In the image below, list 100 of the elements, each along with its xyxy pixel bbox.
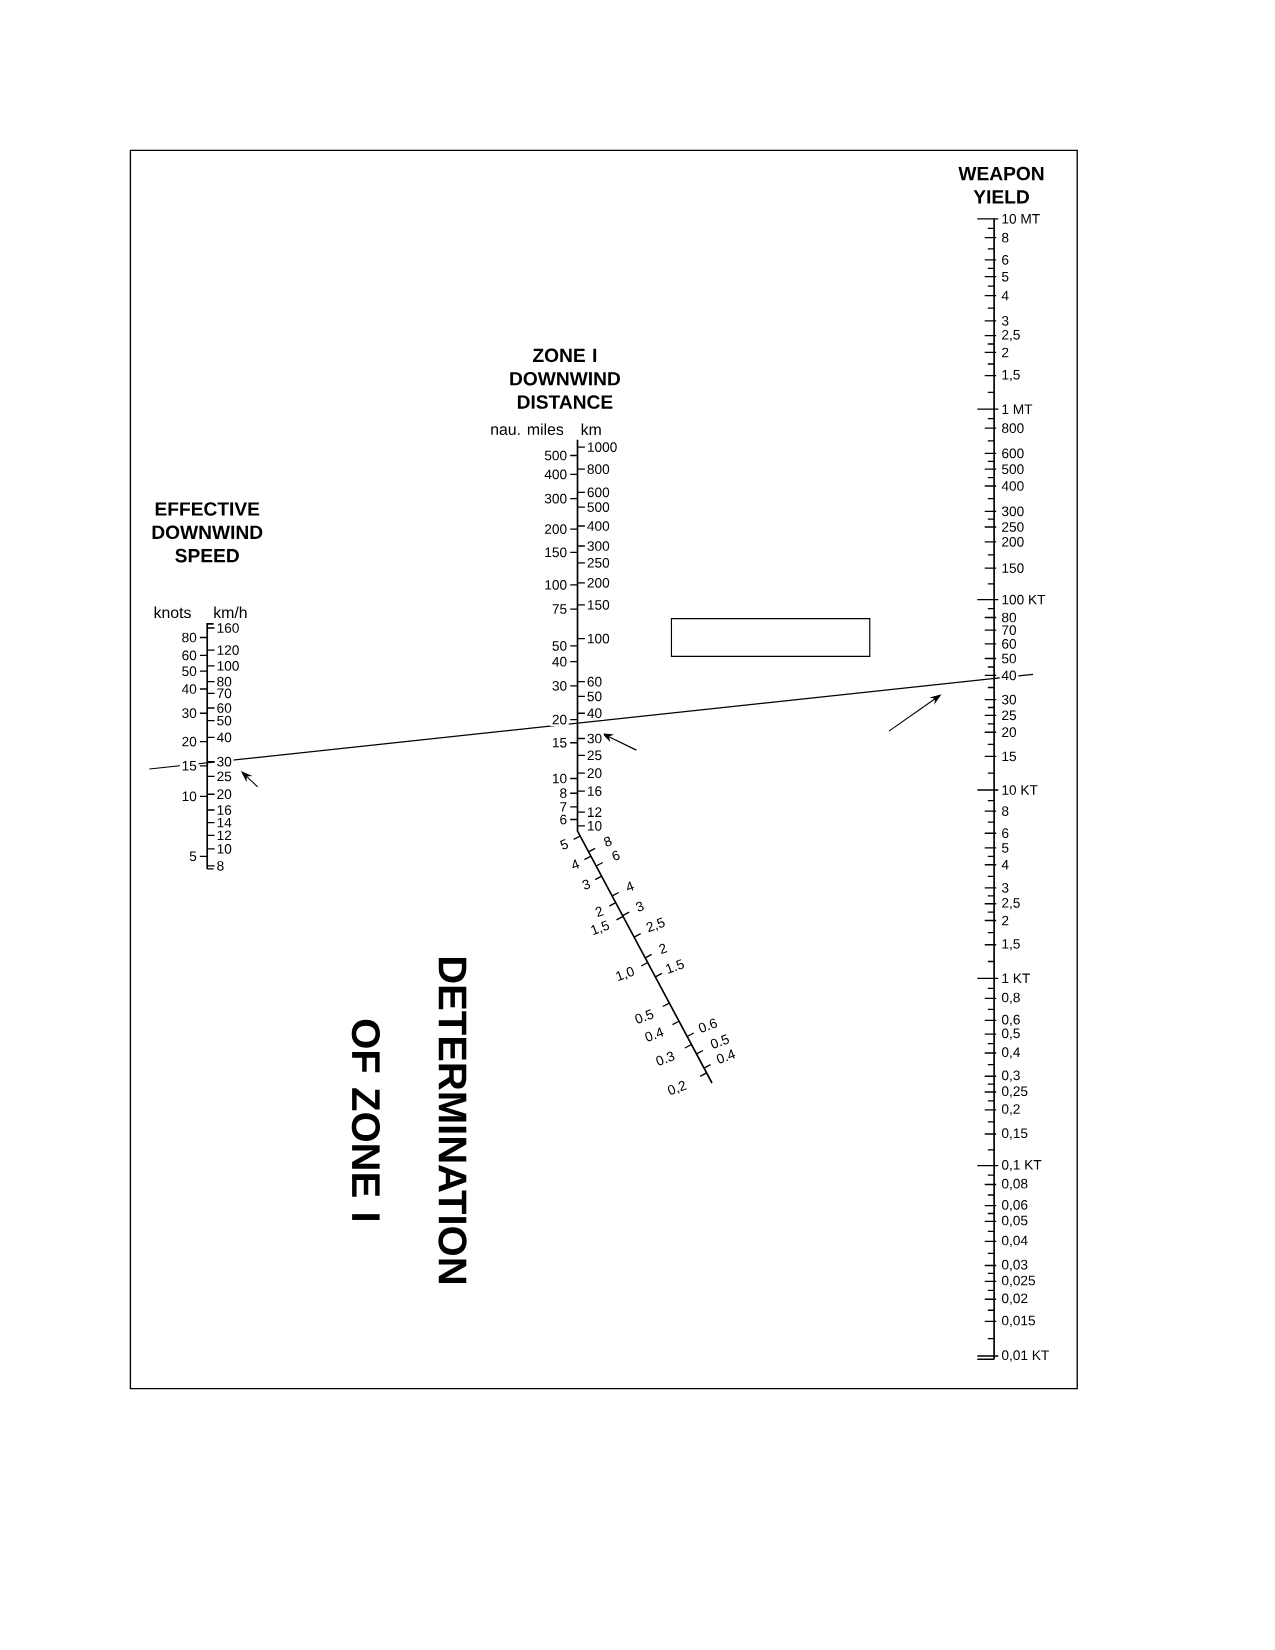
- tick-label: 4: [999, 289, 1011, 302]
- tick-label: 30: [585, 732, 604, 745]
- unit-label: km: [581, 423, 601, 435]
- tick-label: 0,25: [999, 1084, 1030, 1100]
- tick-label: 7: [557, 800, 569, 814]
- tick-label: 5: [556, 836, 572, 853]
- tick-label: 6: [608, 847, 624, 864]
- tick-label: 0,06: [999, 1198, 1030, 1213]
- tick-label: 5: [999, 270, 1011, 284]
- tick-label: 10: [179, 789, 199, 803]
- scale-heading: WEAPON YIELD: [958, 166, 1044, 204]
- tick-label: 300: [542, 492, 569, 506]
- tick-label: 0,025: [999, 1274, 1038, 1289]
- tick-label: 12: [585, 805, 604, 819]
- tick-label: 50: [550, 639, 569, 653]
- blank-box: [670, 618, 871, 657]
- tick-label: 600: [585, 485, 612, 499]
- tick-label: 80: [999, 611, 1019, 624]
- tick-label: 150: [585, 598, 612, 612]
- tick-label: 400: [999, 479, 1026, 493]
- unit-label: nau. miles: [491, 423, 564, 435]
- tick-label: 40: [179, 682, 199, 696]
- tick-label: 20: [179, 735, 199, 749]
- tick-label: 0,02: [999, 1291, 1030, 1307]
- tick-label: 500: [999, 462, 1026, 476]
- tick-label: 100: [542, 578, 569, 592]
- tick-label: 4: [622, 878, 638, 895]
- tick-label: 5: [187, 849, 199, 863]
- tick-label: 0,15: [999, 1126, 1030, 1142]
- tick-label: 1.5: [662, 956, 688, 977]
- tick-label: 40: [999, 668, 1019, 682]
- tick-label: 100: [214, 659, 242, 673]
- tick-label: 3: [999, 314, 1011, 328]
- tick-label: 1 MT: [999, 402, 1035, 416]
- tick-label: 50: [999, 652, 1019, 665]
- tick-label: 400: [585, 519, 612, 533]
- tick-label: 20: [585, 766, 604, 780]
- tick-label: 300: [999, 504, 1026, 518]
- tick-label: 8: [999, 804, 1011, 818]
- tick-label: 150: [999, 561, 1026, 575]
- tick-label: 200: [585, 576, 612, 590]
- tick-label: 15: [179, 759, 199, 773]
- tick-label: 160: [214, 621, 242, 635]
- title: DETERMINATION OF ZONE I: [351, 957, 467, 1283]
- tick-label: 2,5: [999, 328, 1023, 343]
- tick-label: 10 KT: [999, 783, 1040, 797]
- tick-label: 60: [585, 675, 604, 689]
- tick-label: 250: [999, 520, 1026, 534]
- tick-label: 1,5: [999, 937, 1023, 952]
- tick-label: 2: [655, 940, 671, 957]
- tick-label: 400: [542, 467, 569, 481]
- tick-label: 75: [550, 602, 569, 616]
- tick-label: 6: [999, 253, 1011, 267]
- tick-label: 15: [999, 750, 1019, 763]
- tick-label: 0,6: [999, 1013, 1023, 1028]
- tick-label: 16: [585, 784, 604, 798]
- tick-label: 3: [632, 898, 648, 915]
- tick-label: 2,5: [999, 896, 1023, 912]
- tick-label: 300: [585, 539, 612, 553]
- scale-heading: ZONE I DOWNWIND DISTANCE: [510, 348, 620, 409]
- tick-label: 50: [585, 689, 604, 703]
- tick-label: 100 KT: [999, 593, 1048, 607]
- tick-label: 800: [585, 462, 612, 476]
- tick-label: 0.4: [641, 1024, 667, 1045]
- tick-label: 0,4: [999, 1045, 1023, 1061]
- tick-label: 800: [999, 421, 1026, 435]
- tick-label: 60: [214, 701, 234, 715]
- tick-label: 14: [214, 816, 234, 829]
- tick-label: 0.6: [695, 1015, 721, 1036]
- tick-label: 0,2: [999, 1102, 1023, 1118]
- tick-label: 2: [999, 345, 1011, 359]
- tick-label: 20: [999, 725, 1019, 739]
- unit-label: km/h: [214, 606, 247, 619]
- tick-label: 0,04: [999, 1234, 1030, 1249]
- tick-label: 1000: [585, 440, 619, 454]
- tick-label: 60: [179, 648, 199, 662]
- tick-label: 10 MT: [999, 212, 1042, 226]
- tick-label: 50: [179, 664, 199, 678]
- unit-label: knots: [154, 606, 191, 619]
- tick-label: 200: [999, 535, 1026, 549]
- tick-label: 3: [578, 876, 594, 893]
- tick-label: 3: [999, 881, 1011, 895]
- tick-label: 20: [214, 787, 234, 801]
- tick-label: 200: [542, 522, 569, 536]
- tick-label: 4: [567, 856, 583, 873]
- tick-label: 250: [585, 556, 612, 570]
- tick-label: 16: [214, 803, 234, 817]
- tick-label: 8: [557, 786, 569, 800]
- tick-label: 8: [999, 231, 1011, 245]
- tick-label: 0.3: [652, 1048, 678, 1069]
- tick-label: 25: [999, 708, 1019, 722]
- tick-label: 0,8: [999, 991, 1023, 1006]
- tick-label: 60: [999, 637, 1019, 651]
- tick-label: 0.5: [631, 1006, 657, 1027]
- tick-label: 8: [600, 833, 616, 850]
- tick-label: 10: [585, 819, 604, 833]
- tick-label: 40: [214, 730, 234, 744]
- tick-label: 2: [999, 914, 1011, 927]
- tick-label: 120: [214, 643, 242, 657]
- tick-label: 25: [585, 748, 604, 762]
